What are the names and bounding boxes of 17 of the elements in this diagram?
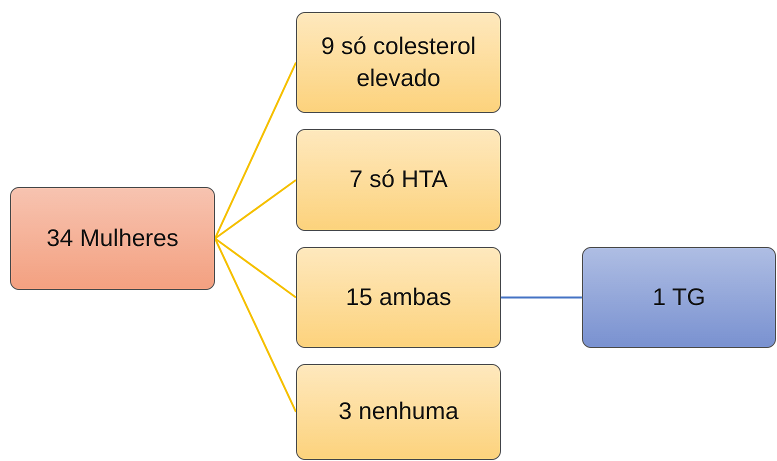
process-box [296,364,501,460]
node-label: 7 só HTA [349,165,448,196]
node-label: 1 TG [652,282,706,313]
node-label: 3 nenhuma [338,397,459,428]
connector-line [214,179,297,240]
connector-line [214,62,297,239]
process-box [296,129,501,231]
process-box [10,187,215,290]
node-label: 15 ambas [346,282,452,313]
process-box [296,12,501,113]
process-box [582,247,776,348]
connector-line [501,296,582,298]
connector-line [214,238,297,412]
process-box [296,247,501,348]
connector-line [214,238,297,298]
node-label: 9 só colesterol elevado [320,32,477,94]
node-label: 34 Mulheres [46,224,179,254]
